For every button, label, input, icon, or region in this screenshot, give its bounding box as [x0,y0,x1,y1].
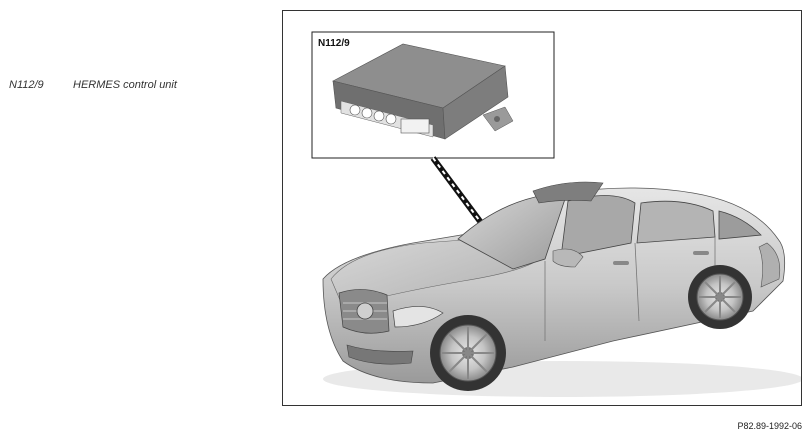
legend-code: N112/9 [9,79,44,91]
control-unit-drawing [332,43,514,140]
vehicle-illustration [311,31,801,397]
figure-frame [282,10,802,406]
legend-description: HERMES control unit [73,79,177,91]
figure-reference-number: P82.89-1992-06 [737,421,802,431]
rear-wheel [688,265,752,329]
front-wheel [430,315,506,391]
inset-label: N112/9 [318,38,350,49]
